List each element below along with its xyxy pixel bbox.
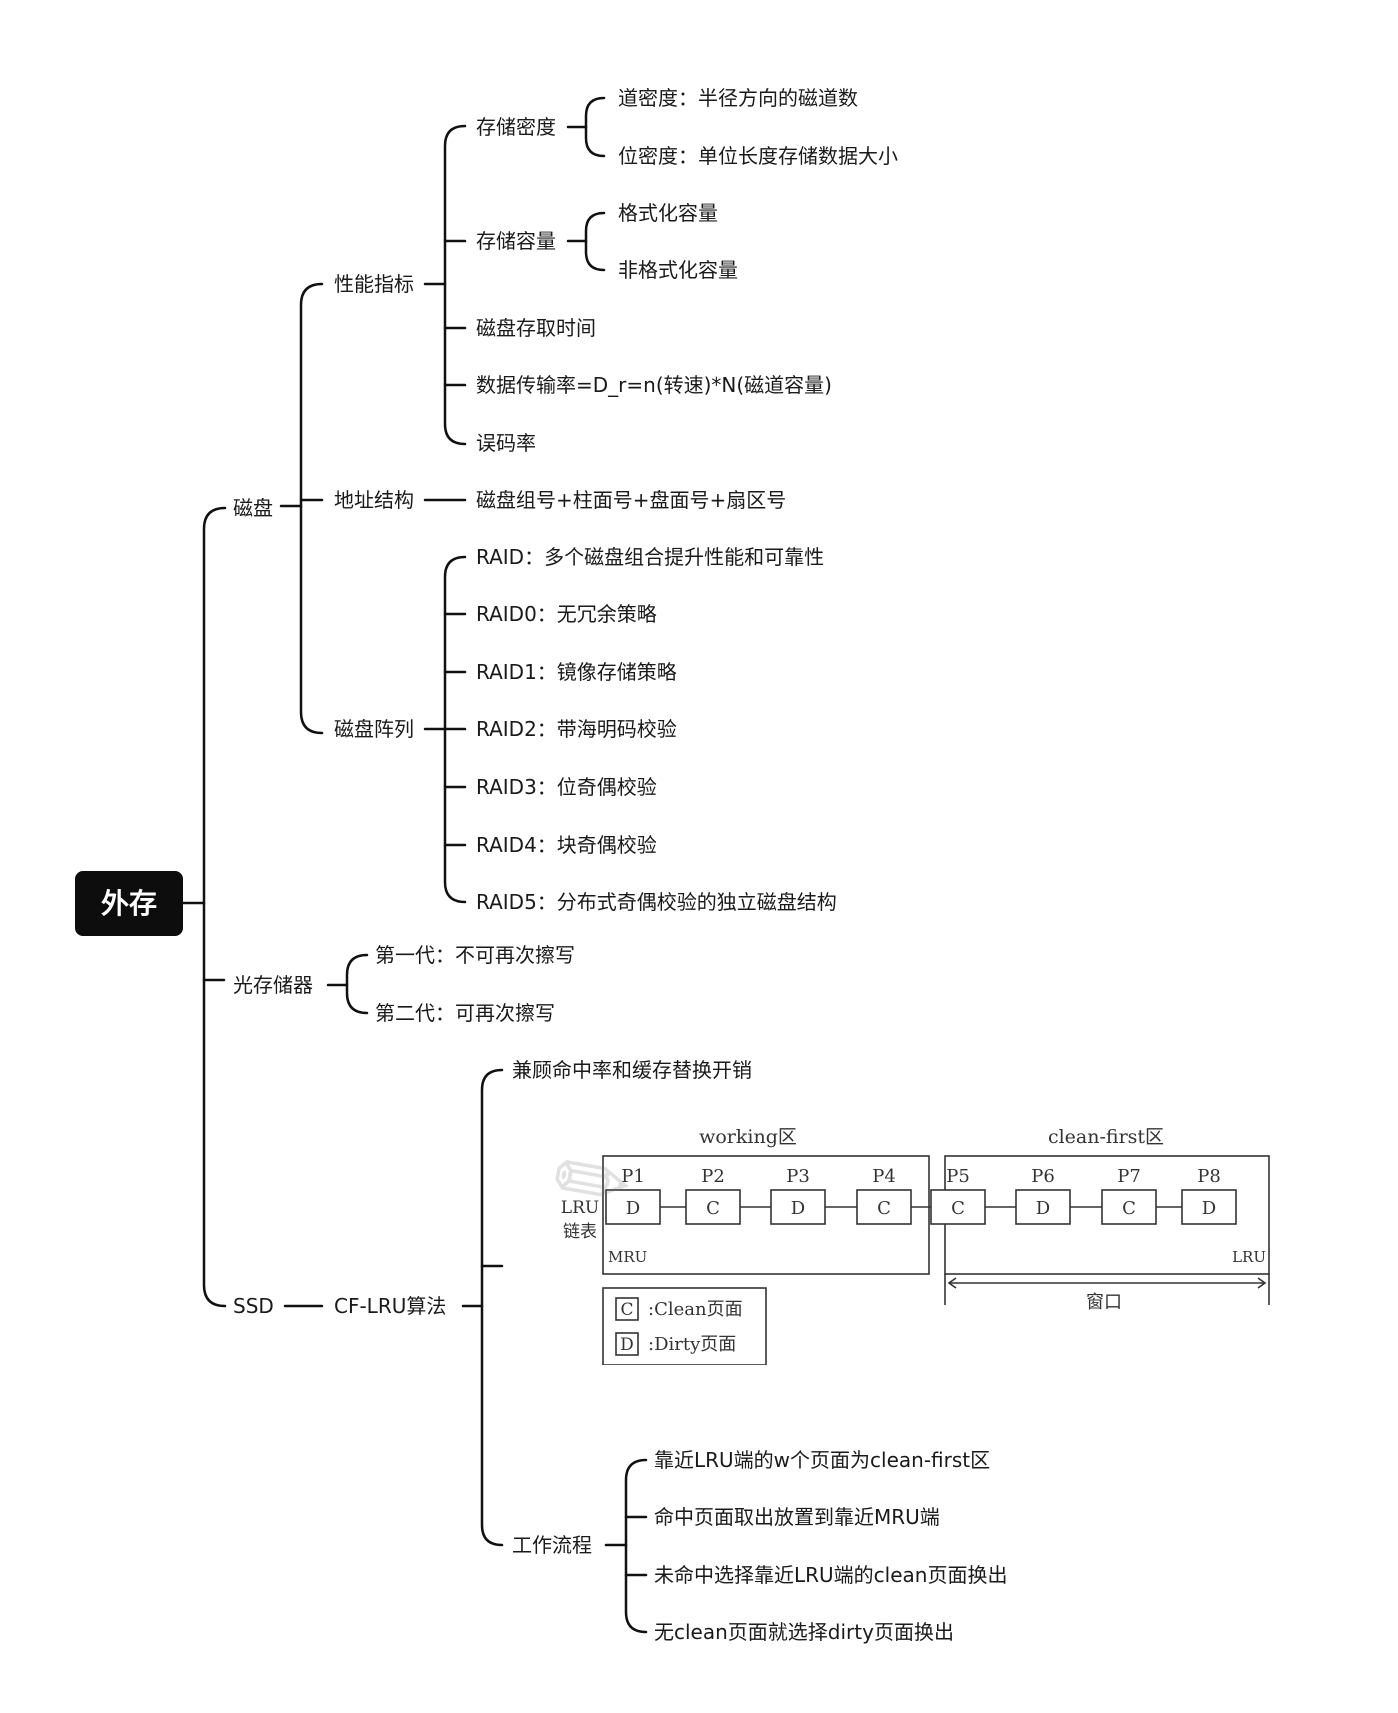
- node-balance: 兼顾命中率和缓存替换开销: [512, 1058, 752, 1082]
- page-box-p7: [1101, 1189, 1157, 1225]
- page-box-p8: [1181, 1189, 1237, 1225]
- node-performance: 性能指标: [334, 272, 414, 296]
- clean-first-region-label: clean-first区: [1048, 1126, 1164, 1148]
- page-box-p2: [685, 1189, 741, 1225]
- legend-key-d: D: [620, 1335, 634, 1355]
- legend-box: [602, 1287, 767, 1365]
- page-box-p6: [1015, 1189, 1071, 1225]
- node-workflow-step-4: 无clean页面就选择dirty页面换出: [654, 1620, 954, 1644]
- node-storage-capacity: 存储容量: [476, 229, 556, 253]
- page-name-p4: P4: [872, 1166, 896, 1187]
- node-optical-gen2: 第二代：可再次擦写: [375, 1001, 555, 1025]
- page-box-p1: [605, 1189, 661, 1225]
- node-transfer-rate: 数据传输率=D_r=n(转速)*N(磁道容量): [476, 373, 832, 397]
- node-formatted-capacity: 格式化容量: [618, 201, 718, 225]
- node-bit-density: 位密度：单位长度存储数据大小: [618, 144, 898, 168]
- node-address-value: 磁盘组号+柱面号+盘面号+扇区号: [476, 488, 787, 512]
- page-state-p3: D: [791, 1198, 805, 1219]
- node-track-density: 道密度：半径方向的磁道数: [618, 86, 858, 110]
- page-state-p8: D: [1202, 1198, 1216, 1219]
- page-name-p2: P2: [701, 1166, 725, 1187]
- node-disk-array: 磁盘阵列: [334, 717, 414, 741]
- page-state-p6: D: [1036, 1198, 1050, 1219]
- page-nodes: P1D P2C P3D P4C P5C P6D P7C P8D: [605, 1166, 1237, 1225]
- mru-label: MRU: [608, 1248, 647, 1266]
- page-box-p3: [770, 1189, 826, 1225]
- cf-lru-figure: P1D P2C P3D P4C P5C P6D P7C P8D working区 clean-…: [561, 1126, 1270, 1365]
- node-unformatted-capacity: 非格式化容量: [618, 258, 738, 282]
- page-name-p1: P1: [621, 1166, 645, 1187]
- page-state-p4: C: [877, 1198, 891, 1219]
- lru-label: LRU: [1232, 1248, 1266, 1266]
- page-name-p3: P3: [786, 1166, 810, 1187]
- legend-text-dirty: :Dirty页面: [648, 1334, 736, 1355]
- node-workflow-step-2: 命中页面取出放置到靠近MRU端: [654, 1505, 940, 1529]
- working-region-label: working区: [699, 1126, 797, 1148]
- node-optical-storage: 光存储器: [233, 973, 313, 997]
- page-name-p5: P5: [946, 1166, 970, 1187]
- node-access-time: 磁盘存取时间: [476, 316, 596, 340]
- node-workflow-step-1: 靠近LRU端的w个页面为clean-first区: [654, 1448, 991, 1472]
- page-state-p7: C: [1122, 1198, 1136, 1219]
- node-raid4: RAID4：块奇偶校验: [476, 833, 657, 857]
- node-raid5: RAID5：分布式奇偶校验的独立磁盘结构: [476, 890, 837, 914]
- working-region-box: [602, 1155, 930, 1275]
- root-node: 外存: [75, 871, 183, 936]
- node-raid3: RAID3：位奇偶校验: [476, 775, 657, 799]
- node-ssd: SSD: [233, 1294, 274, 1318]
- node-storage-density: 存储密度: [476, 115, 556, 139]
- node-raid2: RAID2：带海明码校验: [476, 717, 677, 741]
- node-address-structure: 地址结构: [334, 488, 414, 512]
- lru-list-label-line1: LRU: [561, 1198, 599, 1218]
- node-workflow: 工作流程: [512, 1533, 592, 1557]
- lru-list-label-line2: 链表: [563, 1222, 597, 1242]
- node-raid0: RAID0：无冗余策略: [476, 602, 657, 626]
- legend-key-c: C: [620, 1300, 633, 1320]
- page-name-p7: P7: [1117, 1166, 1141, 1187]
- page-state-p2: C: [706, 1198, 720, 1219]
- window-label: 窗口: [1086, 1292, 1122, 1313]
- page-state-p1: D: [626, 1198, 640, 1219]
- node-raid1: RAID1：镜像存储策略: [476, 660, 677, 684]
- node-disk: 磁盘: [233, 496, 273, 520]
- node-workflow-step-3: 未命中选择靠近LRU端的clean页面换出: [654, 1563, 1008, 1587]
- page-name-p8: P8: [1197, 1166, 1221, 1187]
- node-raid: RAID：多个磁盘组合提升性能和可靠性: [476, 545, 825, 569]
- legend-text-clean: :Clean页面: [648, 1299, 743, 1320]
- page-box-p4: [856, 1189, 912, 1225]
- page-name-p6: P6: [1031, 1166, 1055, 1187]
- node-cf-lru: CF-LRU算法: [334, 1294, 447, 1318]
- page-state-p5: C: [951, 1198, 965, 1219]
- node-optical-gen1: 第一代：不可再次擦写: [375, 943, 575, 967]
- page-box-p5: [930, 1189, 986, 1225]
- node-error-rate: 误码率: [476, 431, 536, 455]
